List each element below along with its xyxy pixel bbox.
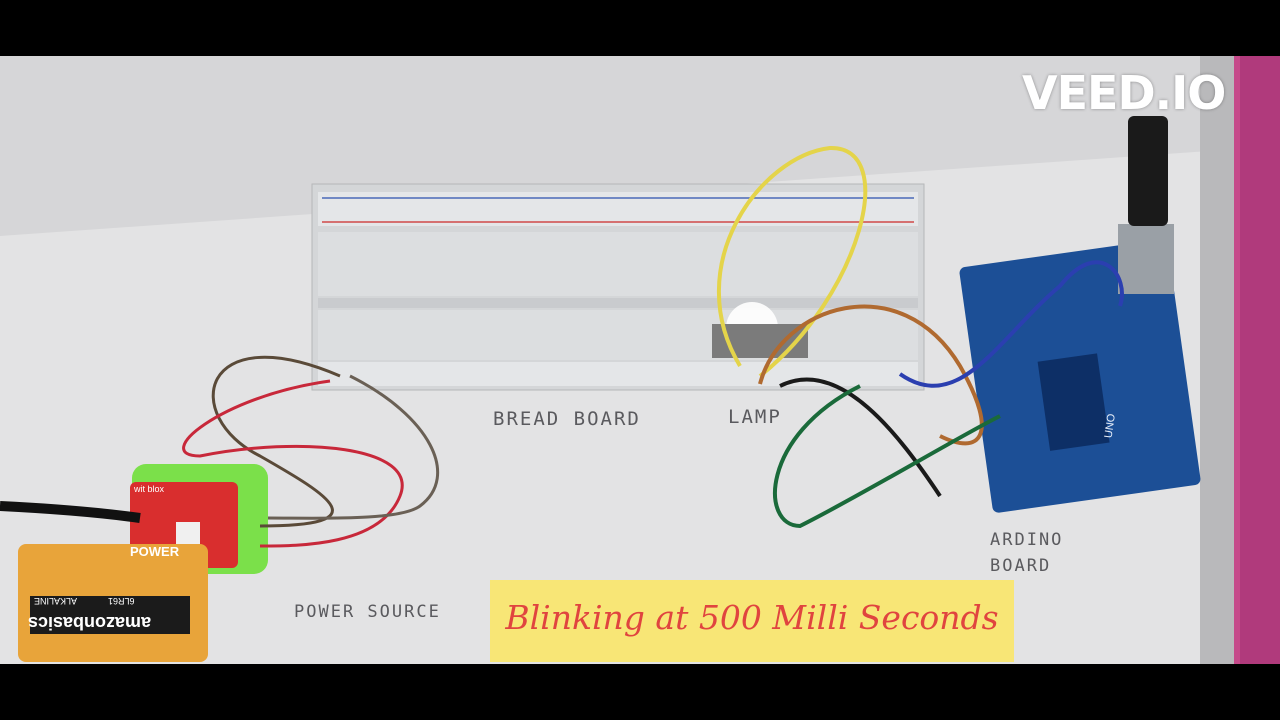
lamp-label: LAMP [728,406,782,428]
arduino-label-line2: BOARD [990,556,1052,576]
orange-wire [758,304,984,446]
video-scene: BREAD BOARD LAMP ARDINO BOARD POWER SOUR… [0,56,1280,664]
power-module-brand: wit blox [134,484,165,494]
breadboard-label: BREAD BOARD [493,408,641,430]
arduino-board [959,116,1201,513]
power-module-label: POWER [130,544,180,559]
red-wire [182,379,404,548]
caption-box: Blinking at 500 Milli Seconds [490,580,1014,662]
black-wire [779,377,942,498]
usb-connector [1118,224,1174,294]
power-source-label: POWER SOURCE [294,602,441,622]
breadboard [311,183,925,391]
caption-text: Blinking at 500 Milli Seconds [505,598,999,637]
battery-code: 6LR61 [108,596,135,606]
yellow-wire [717,145,868,378]
scene-illustration [0,56,1280,664]
battery-type: ALKALINE [34,596,78,606]
arduino-label-line1: ARDINO [990,530,1064,550]
veed-watermark: VEED.IO [1022,66,1226,120]
green-wire [773,384,1001,529]
battery-brand: amazonbasics [28,613,152,633]
blue-wire [898,260,1124,388]
battery [18,544,208,662]
